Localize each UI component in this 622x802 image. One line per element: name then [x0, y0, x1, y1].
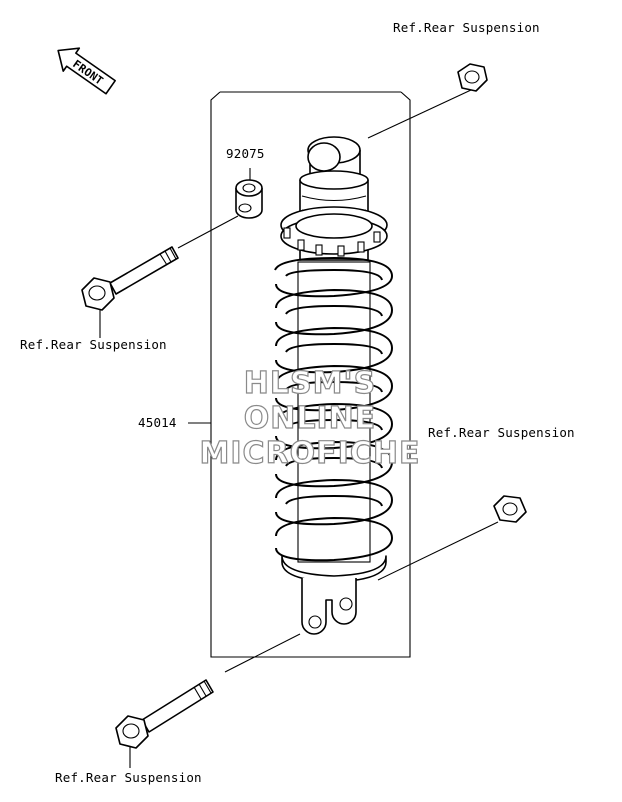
watermark: HLSM'S ONLINE MICROFICHE: [199, 365, 421, 471]
top-nut-icon: [457, 63, 488, 92]
label-ref-top-nut: Ref.Rear Suspension: [393, 20, 540, 35]
label-ref-upper-bolt: Ref.Rear Suspension: [20, 337, 167, 352]
watermark-line-3: MICROFICHE: [200, 436, 421, 471]
label-ref-lower-nut: Ref.Rear Suspension: [428, 425, 575, 440]
shock-absorber-icon: [274, 136, 393, 635]
label-ref-lower-bolt: Ref.Rear Suspension: [55, 770, 202, 785]
label-part-92075: 92075: [226, 146, 265, 161]
front-arrow-icon: FRONT: [57, 47, 116, 95]
watermark-line-1: HLSM'S: [244, 366, 376, 401]
label-part-45014: 45014: [138, 415, 177, 430]
assembly-frame: [210, 91, 411, 658]
lower-nut-icon: [493, 495, 527, 523]
lower-bolt-icon: [115, 679, 214, 749]
bushing-92075-icon: [235, 179, 263, 219]
upper-bolt-icon: [81, 246, 179, 311]
leader-lines: [99, 89, 499, 768]
watermark-line-2: ONLINE: [244, 401, 377, 436]
